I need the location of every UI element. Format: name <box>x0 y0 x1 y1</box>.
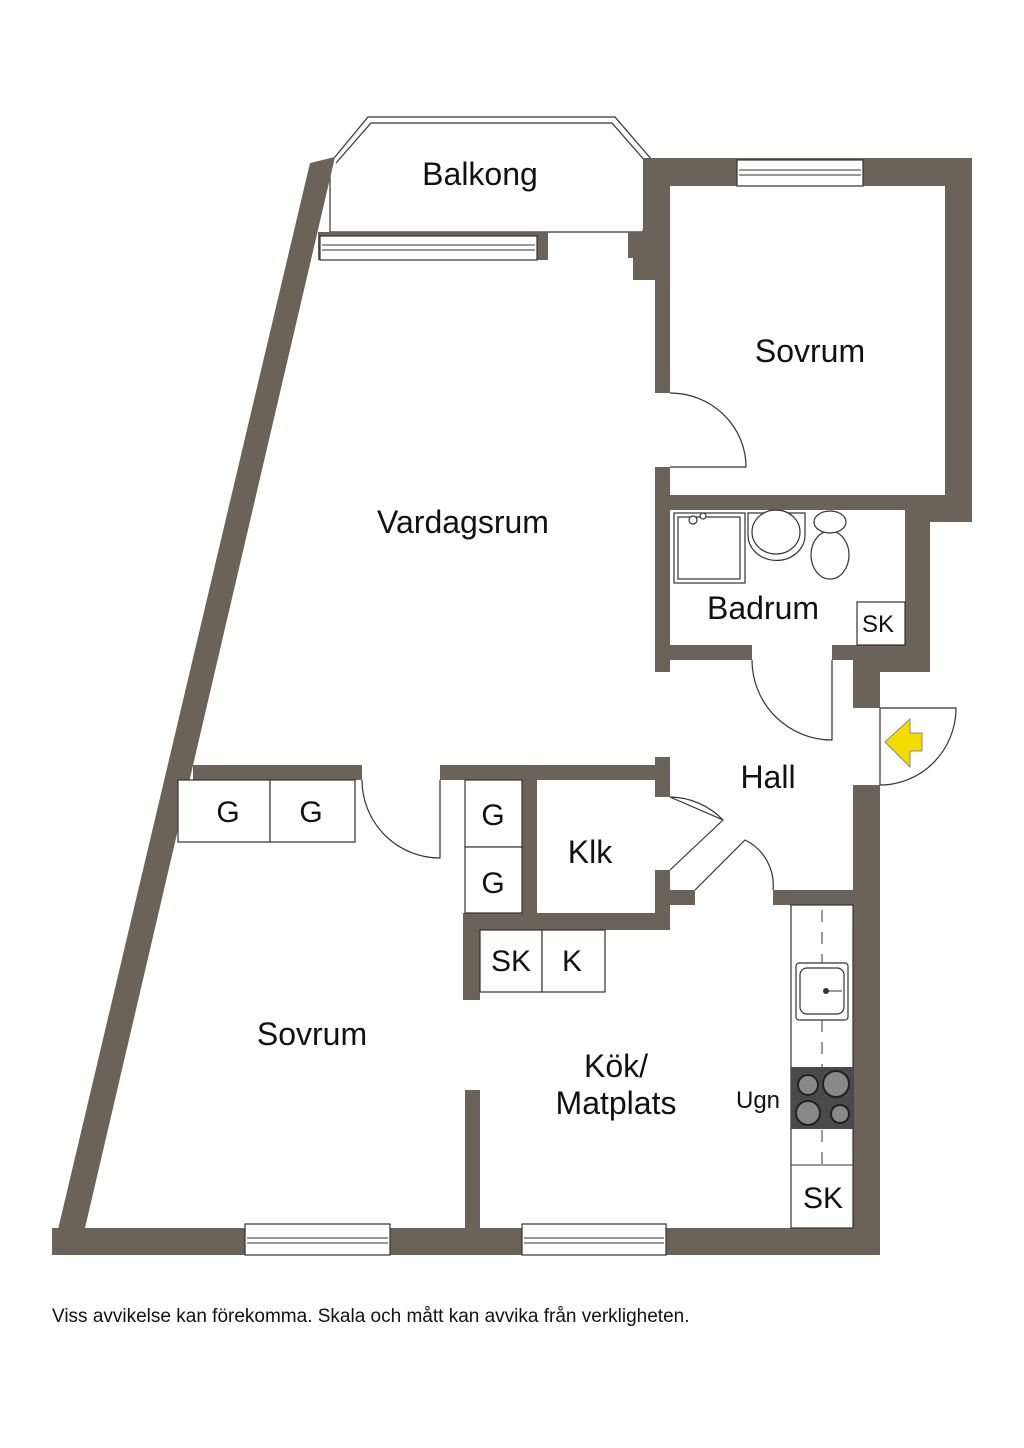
label-kitchen-sk: SK <box>803 1182 843 1215</box>
label-oven: Ugn <box>736 1087 780 1114</box>
label-wardrobe: G <box>299 796 322 829</box>
label-balcony: Balkong <box>422 156 538 192</box>
label-walk-in-closet: Klk <box>568 834 613 870</box>
label-bath-sk: SK <box>862 611 894 638</box>
label-living-room: Vardagsrum <box>377 504 549 540</box>
doors <box>361 392 957 891</box>
windows <box>244 159 864 1256</box>
label-bathroom: Badrum <box>707 590 819 626</box>
label-sk: SK <box>491 945 531 978</box>
label-bedroom-top: Sovrum <box>755 333 865 369</box>
label-kitchen-1: Kök/ <box>584 1048 648 1084</box>
label-wardrobe: G <box>216 796 239 829</box>
label-wardrobe: G <box>481 799 504 832</box>
kitchen-counter <box>790 904 854 1229</box>
wardrobes <box>177 779 606 993</box>
disclaimer: Viss avvikelse kan förekomma. Skala och … <box>52 1306 690 1327</box>
label-k: K <box>562 945 582 978</box>
label-hall: Hall <box>740 759 795 795</box>
label-bedroom-bottom: Sovrum <box>257 1016 367 1052</box>
label-kitchen-2: Matplats <box>556 1085 677 1121</box>
entrance-arrow-icon <box>884 717 923 769</box>
label-wardrobe: G <box>481 867 504 900</box>
bathroom-fixtures <box>673 509 906 646</box>
